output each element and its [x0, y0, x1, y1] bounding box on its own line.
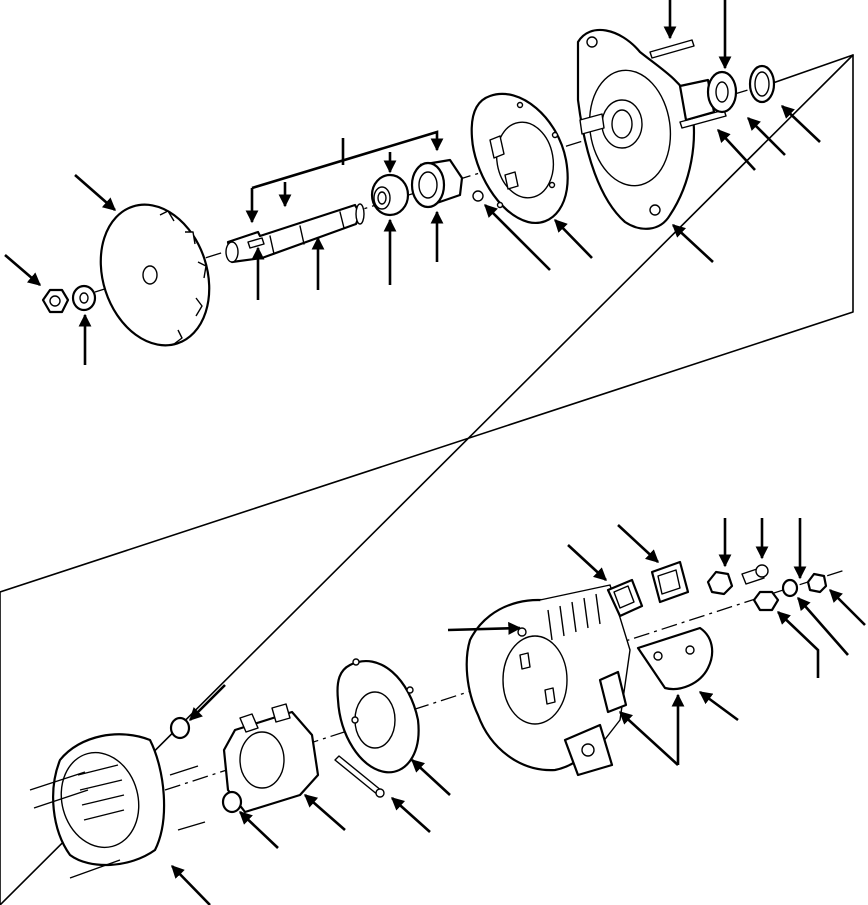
cooling-fan [99, 203, 211, 347]
shaft-bearing [370, 173, 410, 217]
hub-collar [678, 78, 716, 122]
group-boundary-edges [769, 54, 854, 85]
rear-cover-plate [636, 626, 714, 691]
lower-callout-leaders [171, 518, 866, 905]
mounting-ear [563, 723, 614, 777]
terminal-stud [741, 564, 769, 585]
retainer-screw [472, 190, 484, 202]
rectifier-bracket [598, 670, 628, 714]
through-bolt [334, 755, 385, 798]
housing-studs [649, 39, 727, 129]
snap-ring [748, 64, 776, 104]
woodruff-key [247, 237, 265, 249]
terminal-nut [706, 570, 734, 596]
bearing-assembly [410, 158, 464, 209]
drive-end-housing [576, 28, 696, 230]
stator-assembly [29, 733, 206, 879]
terminal-lock-nut [806, 572, 828, 594]
rotor-pole-piece [222, 703, 320, 814]
group-boundary [0, 54, 854, 905]
brush-holder-plate [336, 658, 420, 774]
bearing-retainer-plate [470, 92, 569, 225]
insulator-cover [650, 560, 690, 604]
capacitor-nut [752, 590, 780, 612]
drive-end-nut [41, 288, 70, 314]
rotor-bushing-top [169, 716, 191, 740]
rotor-bushing-bottom [221, 790, 243, 814]
insulator-gasket [606, 578, 644, 618]
lock-washer [71, 284, 97, 312]
front-bearing [706, 70, 738, 114]
slip-ring-end-housing [465, 584, 631, 772]
terminal-washer [781, 578, 799, 598]
rotor-shaft [225, 203, 365, 264]
upper-callout-leaders [4, 0, 821, 365]
